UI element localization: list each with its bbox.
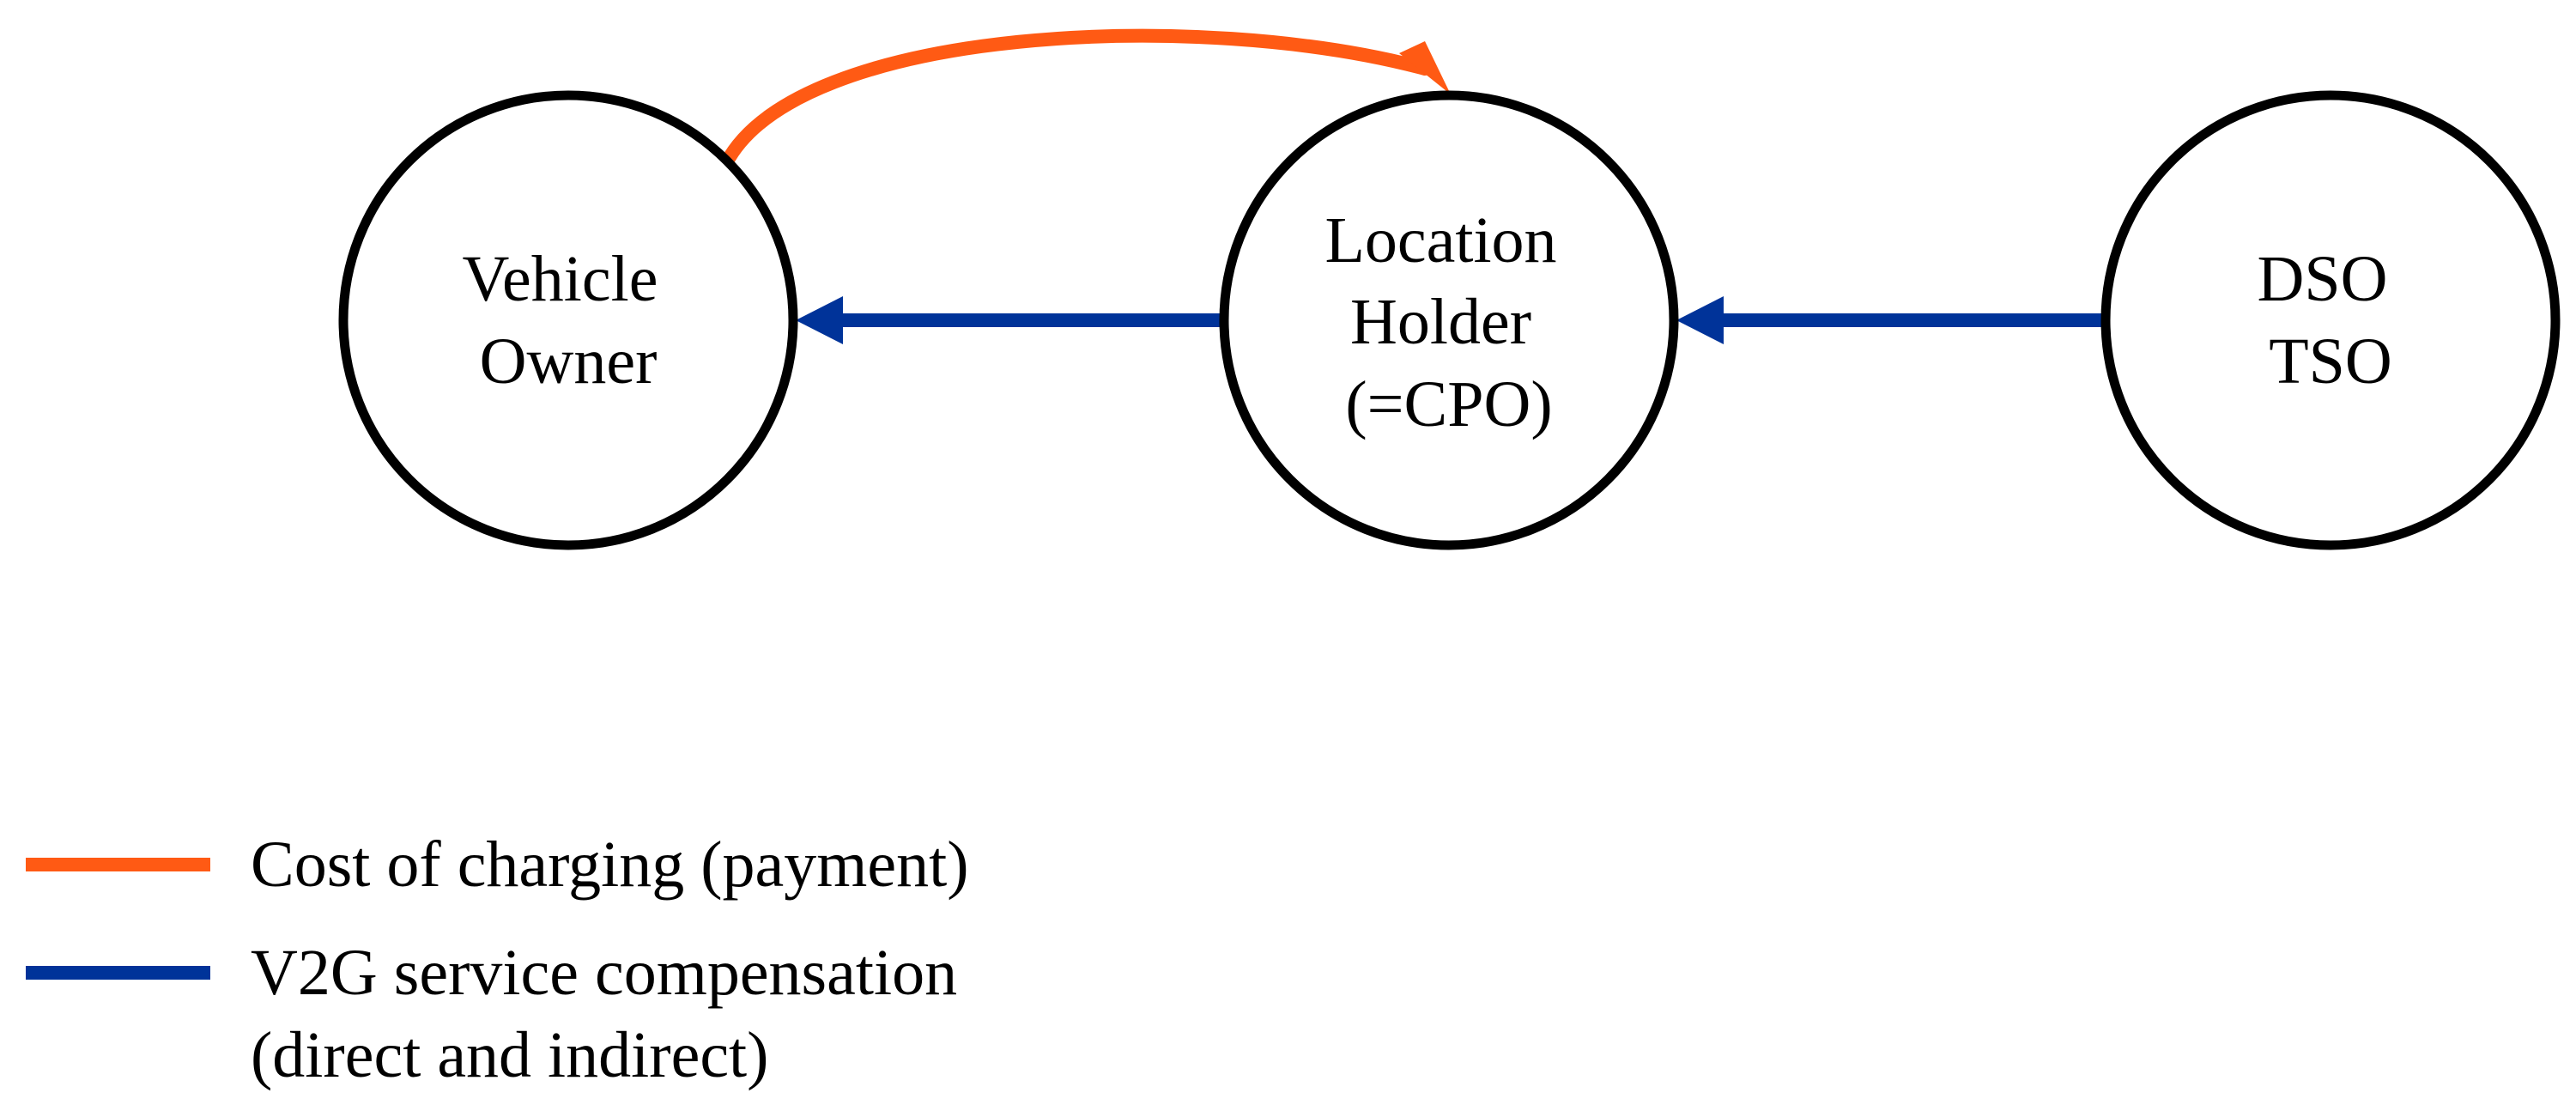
node-label-line: (=CPO) <box>1345 368 1552 440</box>
svg-text:Vehicle Owner: Vehicle Owner <box>463 243 675 398</box>
legend-item-payment: Cost of charging (payment) <box>26 829 969 901</box>
arrowhead-compensation-to-vehicle-owner <box>796 296 843 344</box>
node-label-line: Owner <box>480 325 658 398</box>
arrowhead-payment <box>1399 41 1451 94</box>
legend-label-payment: Cost of charging (payment) <box>251 829 969 901</box>
legend-label-compensation-line: (direct and indirect) <box>251 1019 768 1091</box>
node-label-line: TSO <box>2269 325 2392 398</box>
node-label-line: Location <box>1324 204 1556 276</box>
svg-text:Location Holder (=: Location Holder (=CPO) <box>1324 204 1573 440</box>
svg-text:DSO TSO: DSO TSO <box>2257 243 2403 398</box>
node-location-holder: Location Holder (=CPO) <box>1219 90 1679 550</box>
node-circle <box>2100 90 2561 550</box>
node-label-line: DSO <box>2257 243 2387 315</box>
node-label-line: Vehicle <box>463 243 658 315</box>
edges <box>719 28 2105 344</box>
legend-label-compensation-line: V2G service compensation <box>251 937 957 1009</box>
node-label-line: Holder <box>1350 286 1531 358</box>
arrowhead-compensation-to-location-holder <box>1676 296 1724 344</box>
legend: Cost of charging (payment) V2G service c… <box>26 829 973 1091</box>
edge-payment-vehicle-owner-to-location-holder <box>719 28 1432 170</box>
node-circle <box>338 90 798 550</box>
node-circle <box>1219 90 1679 550</box>
svg-text:V2G service compensation: V2G service compensation (direct and ind… <box>251 937 973 1091</box>
node-vehicle-owner: Vehicle Owner <box>338 90 798 550</box>
legend-item-compensation: V2G service compensation (direct and ind… <box>26 937 973 1091</box>
node-dso-tso: DSO TSO <box>2100 90 2561 550</box>
